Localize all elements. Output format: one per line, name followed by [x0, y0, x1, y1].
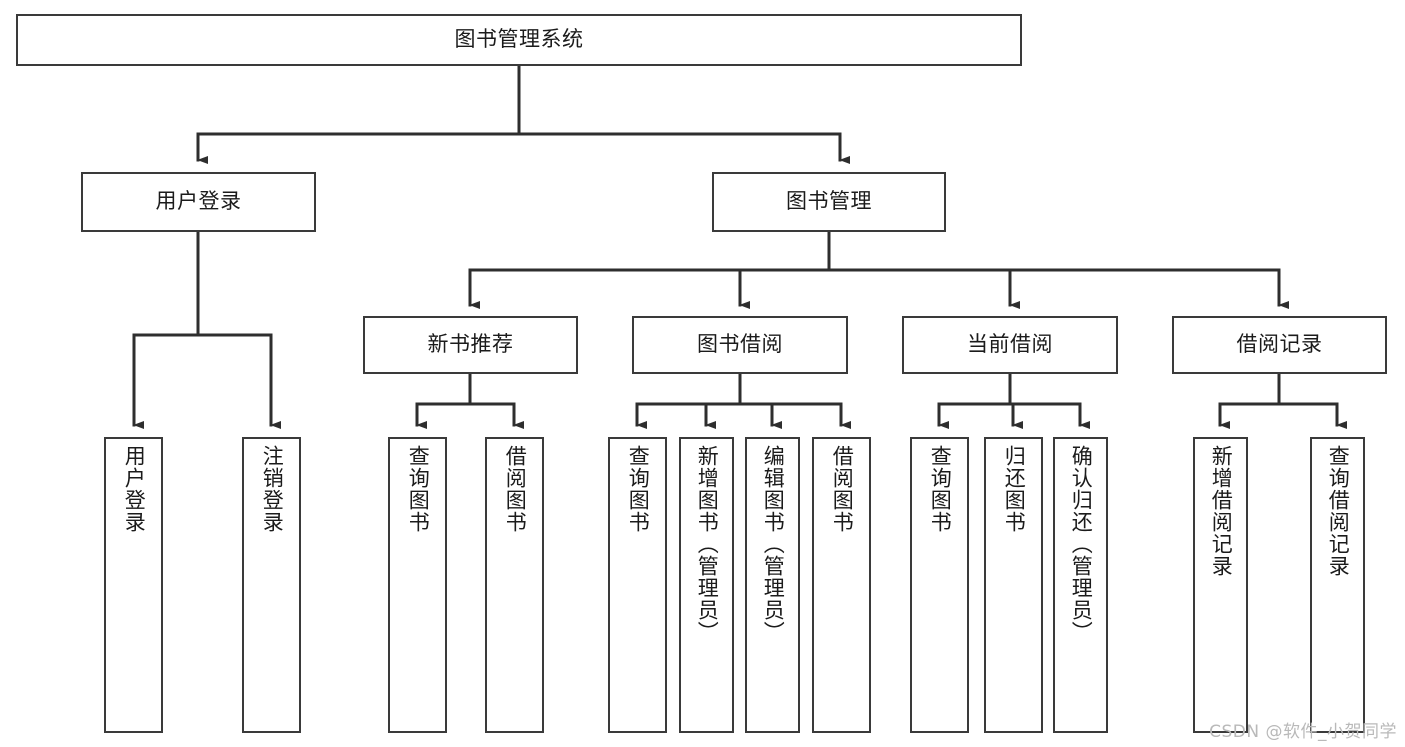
leaf-node-user-logout[interactable]: 注销登录: [242, 437, 301, 733]
node-root-system[interactable]: 图书管理系统: [16, 14, 1022, 66]
node-book-management-label: 图书管理: [786, 189, 872, 214]
leaf-label: 查询借阅记录: [1326, 445, 1351, 577]
csdn-watermark: CSDN @软件_小贺同学: [1209, 722, 1397, 742]
leaf-label: 注销登录: [260, 445, 285, 533]
leaf-label: 确认归还（管理员）: [1069, 445, 1094, 643]
leaf-node-query-book-current[interactable]: 查询图书: [910, 437, 969, 733]
leaf-node-borrow-book-recommend[interactable]: 借阅图书: [485, 437, 544, 733]
node-borrow-record[interactable]: 借阅记录: [1172, 316, 1387, 374]
leaf-node-add-book[interactable]: 新增图书（管理员）: [679, 437, 734, 733]
leaf-label: 用户登录: [122, 445, 147, 533]
node-user-login-label: 用户登录: [155, 189, 242, 214]
leaf-node-return-book[interactable]: 归还图书: [984, 437, 1043, 733]
leaf-label: 编辑图书（管理员）: [761, 445, 786, 643]
leaf-node-query-book-borrow[interactable]: 查询图书: [608, 437, 667, 733]
node-book-borrow[interactable]: 图书借阅: [632, 316, 848, 374]
node-current-borrow[interactable]: 当前借阅: [902, 316, 1118, 374]
leaf-label: 新增借阅记录: [1209, 445, 1234, 577]
leaf-node-user-login[interactable]: 用户登录: [104, 437, 163, 733]
leaf-label: 查询图书: [406, 445, 431, 533]
leaf-node-borrow-book[interactable]: 借阅图书: [812, 437, 871, 733]
node-book-borrow-label: 图书借阅: [697, 332, 783, 357]
leaf-node-confirm-return[interactable]: 确认归还（管理员）: [1053, 437, 1108, 733]
leaf-label: 查询图书: [928, 445, 953, 533]
node-current-borrow-label: 当前借阅: [967, 332, 1053, 357]
leaf-label: 新增图书（管理员）: [695, 445, 720, 643]
node-book-management[interactable]: 图书管理: [712, 172, 946, 232]
leaf-label: 查询图书: [626, 445, 651, 533]
node-new-book-recommend[interactable]: 新书推荐: [363, 316, 578, 374]
leaf-label: 借阅图书: [830, 445, 855, 533]
node-user-login[interactable]: 用户登录: [81, 172, 316, 232]
leaf-node-add-borrow-record[interactable]: 新增借阅记录: [1193, 437, 1248, 733]
node-borrow-record-label: 借阅记录: [1236, 332, 1323, 357]
leaf-label: 归还图书: [1002, 445, 1027, 533]
leaf-node-query-book-recommend[interactable]: 查询图书: [388, 437, 447, 733]
leaf-label: 借阅图书: [503, 445, 528, 533]
leaf-node-edit-book[interactable]: 编辑图书（管理员）: [745, 437, 800, 733]
node-root-label: 图书管理系统: [454, 27, 584, 52]
node-new-book-recommend-label: 新书推荐: [427, 332, 514, 357]
leaf-node-query-borrow-record[interactable]: 查询借阅记录: [1310, 437, 1365, 733]
